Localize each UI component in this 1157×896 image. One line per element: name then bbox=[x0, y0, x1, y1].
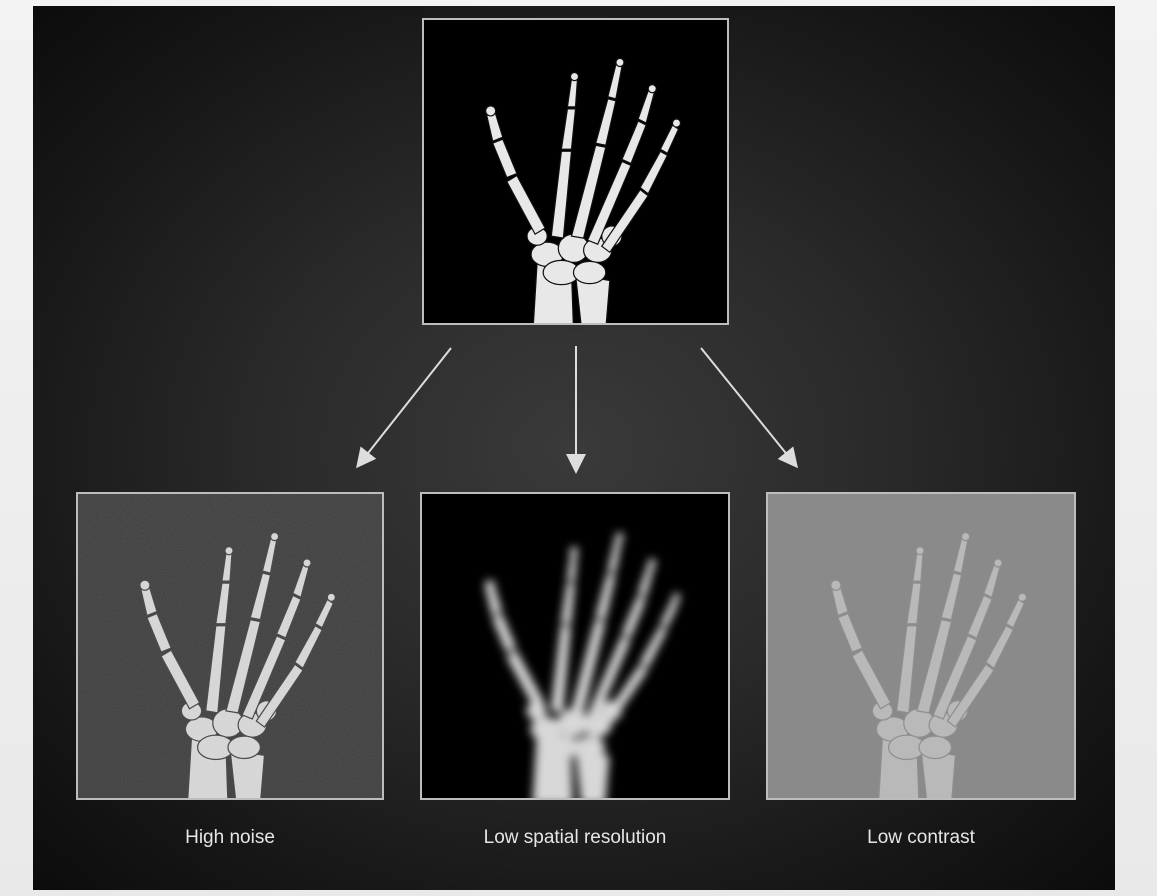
hand-xray-icon bbox=[424, 20, 727, 323]
low-spatial-resolution-panel bbox=[420, 492, 730, 800]
caption-low-spatial-resolution: Low spatial resolution bbox=[420, 824, 730, 852]
original-image-panel bbox=[422, 18, 729, 325]
high-noise-panel bbox=[76, 492, 384, 800]
hand-xray-icon bbox=[78, 494, 382, 798]
down-arrow-icon bbox=[701, 348, 793, 462]
down-arrow-icon bbox=[361, 348, 451, 462]
low-contrast-panel bbox=[766, 492, 1076, 800]
hand-xray-icon bbox=[768, 494, 1074, 798]
presentation-slide: High noise Low spatial resolution Low co… bbox=[33, 6, 1115, 890]
hand-xray-icon bbox=[422, 494, 728, 798]
caption-high-noise: High noise bbox=[76, 824, 384, 852]
caption-low-contrast: Low contrast bbox=[766, 824, 1076, 852]
